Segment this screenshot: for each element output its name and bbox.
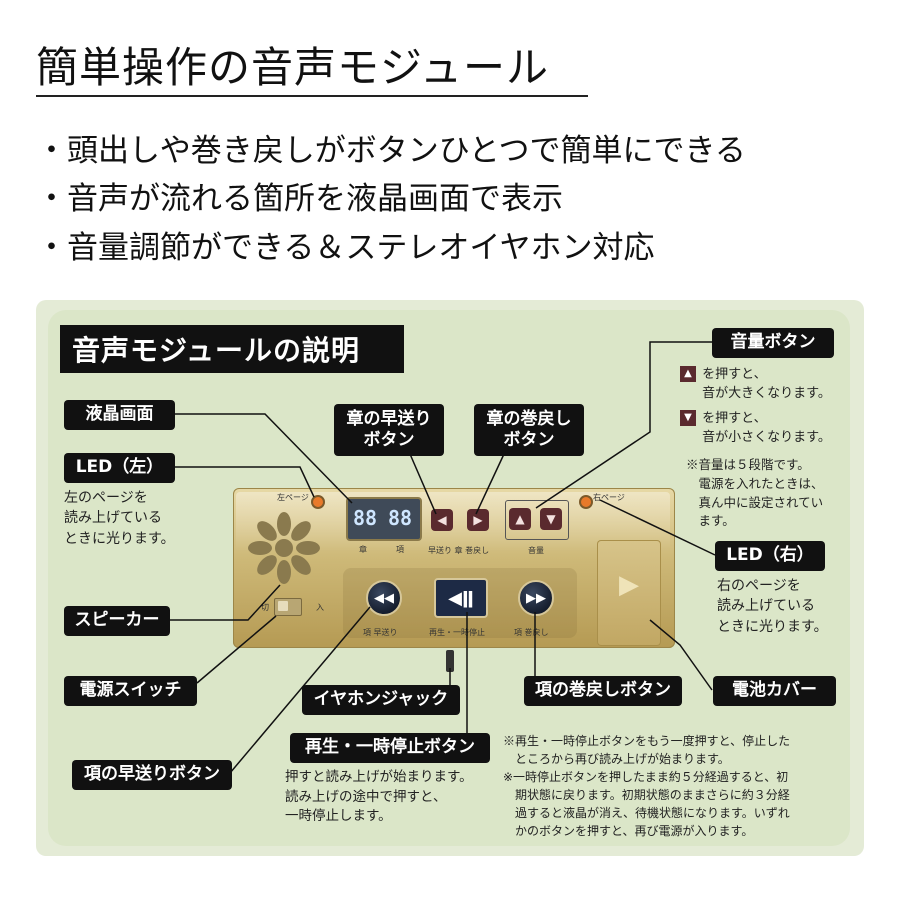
- label-chapter-forward: 章の早送り ボタン: [334, 404, 444, 456]
- item-rewind-label: 項 巻戻し: [514, 628, 549, 637]
- lcd-screen: 88 88: [346, 497, 422, 541]
- label-lcd: 液晶画面: [64, 400, 175, 430]
- feature-bullet: ・頭出しや巻き戻しがボタンひとつで簡単にできる: [36, 133, 746, 169]
- note-volume-up-text: を押すと、 音が大きくなります。: [702, 367, 831, 401]
- arrow-right-icon: ▶: [619, 570, 639, 600]
- switch-on-label: 入: [316, 603, 324, 612]
- note-volume-levels: ※音量は５段階です。 電源を入れたときは、 真ん中に設定されてい ます。: [686, 457, 824, 529]
- led-left-indicator: [311, 495, 325, 509]
- switch-off-label: 切: [261, 603, 269, 612]
- device-right-page-label: 右ページ: [593, 493, 625, 502]
- note-led-right: 右のページを 読み上げている ときに光ります。: [717, 578, 828, 635]
- play-pause-button[interactable]: ◀ǁ: [434, 578, 488, 618]
- note-led-left: 左のページを 読み上げている ときに光ります。: [64, 488, 175, 549]
- lcd-chapter-label: 章: [359, 545, 367, 554]
- note-play-pause: 押すと読み上げが始まります。 読み上げの途中で押すと、 一時停止します。: [285, 769, 473, 825]
- minus-triangle-icon: ▼: [680, 410, 696, 426]
- chapter-buttons-label: 早送り 章 巻戻し: [428, 546, 490, 555]
- triangle-left-icon: ◀: [437, 513, 447, 527]
- lcd-item-label: 項: [396, 545, 404, 554]
- plus-triangle-icon: ▲: [515, 512, 525, 526]
- label-volume: 音量ボタン: [712, 328, 834, 358]
- plus-triangle-icon: ▲: [680, 366, 696, 382]
- speaker-grille: [246, 510, 322, 586]
- label-power-switch: 電源スイッチ: [64, 676, 197, 706]
- minus-triangle-icon: ▼: [546, 512, 556, 526]
- note-volume-down-text: を押すと、 音が小さくなります。: [702, 411, 831, 445]
- power-switch[interactable]: [274, 598, 302, 616]
- speaker-icon: [248, 512, 320, 584]
- volume-down-button[interactable]: ▼: [540, 508, 562, 530]
- label-chapter-rewind: 章の巻戻し ボタン: [474, 404, 584, 456]
- volume-label: 音量: [528, 546, 544, 555]
- earphone-jack[interactable]: [446, 650, 454, 672]
- led-right-indicator: [579, 495, 593, 509]
- label-item-forward: 項の早送りボタン: [72, 760, 232, 790]
- chapter-rewind-button[interactable]: ▶: [467, 509, 489, 531]
- label-play-pause: 再生・一時停止ボタン: [290, 733, 490, 763]
- label-item-rewind: 項の巻戻しボタン: [524, 676, 682, 706]
- lcd-chapter-digits: 88: [353, 506, 378, 530]
- item-rewind-button[interactable]: ▶▶: [518, 580, 554, 616]
- item-forward-label: 項 早送り: [363, 628, 398, 637]
- note-led-left-text: 左のページを 読み上げている ときに光ります。: [64, 490, 175, 547]
- label-led-left: LED（左）: [64, 453, 175, 483]
- label-earphone-jack: イヤホンジャック: [302, 685, 460, 715]
- panel-title: 音声モジュールの説明: [60, 325, 404, 373]
- play-pause-icon: ◀ǁ: [448, 587, 474, 609]
- feature-bullet: ・音量調節ができる＆ステレオイヤホン対応: [36, 230, 655, 266]
- page-title: 簡単操作の音声モジュール: [36, 43, 550, 92]
- device-left-page-label: 左ページ: [277, 493, 309, 502]
- double-left-icon: ◀◀: [374, 590, 394, 606]
- battery-cover[interactable]: ▶: [597, 540, 661, 646]
- label-battery-cover: 電池カバー: [713, 676, 836, 706]
- item-forward-button[interactable]: ◀◀: [366, 580, 402, 616]
- title-underline: [36, 95, 588, 97]
- switch-knob[interactable]: [278, 601, 288, 611]
- play-pause-label: 再生・一時停止: [429, 628, 485, 637]
- lcd-item-digits: 88: [388, 506, 413, 530]
- note-volume-down: ▼ を押すと、 音が小さくなります。: [680, 410, 831, 448]
- footnote: ※再生・一時停止ボタンをもう一度押すと、停止した ところから再び読み上げが始まり…: [503, 734, 791, 838]
- feature-bullet: ・音声が流れる箇所を液晶画面で表示: [36, 181, 563, 217]
- triangle-right-icon: ▶: [473, 513, 483, 527]
- double-right-icon: ▶▶: [526, 590, 546, 606]
- note-volume-up: ▲ を押すと、 音が大きくなります。: [680, 366, 831, 404]
- chapter-forward-button[interactable]: ◀: [431, 509, 453, 531]
- label-speaker: スピーカー: [64, 606, 170, 636]
- label-led-right: LED（右）: [715, 541, 825, 571]
- volume-up-button[interactable]: ▲: [509, 508, 531, 530]
